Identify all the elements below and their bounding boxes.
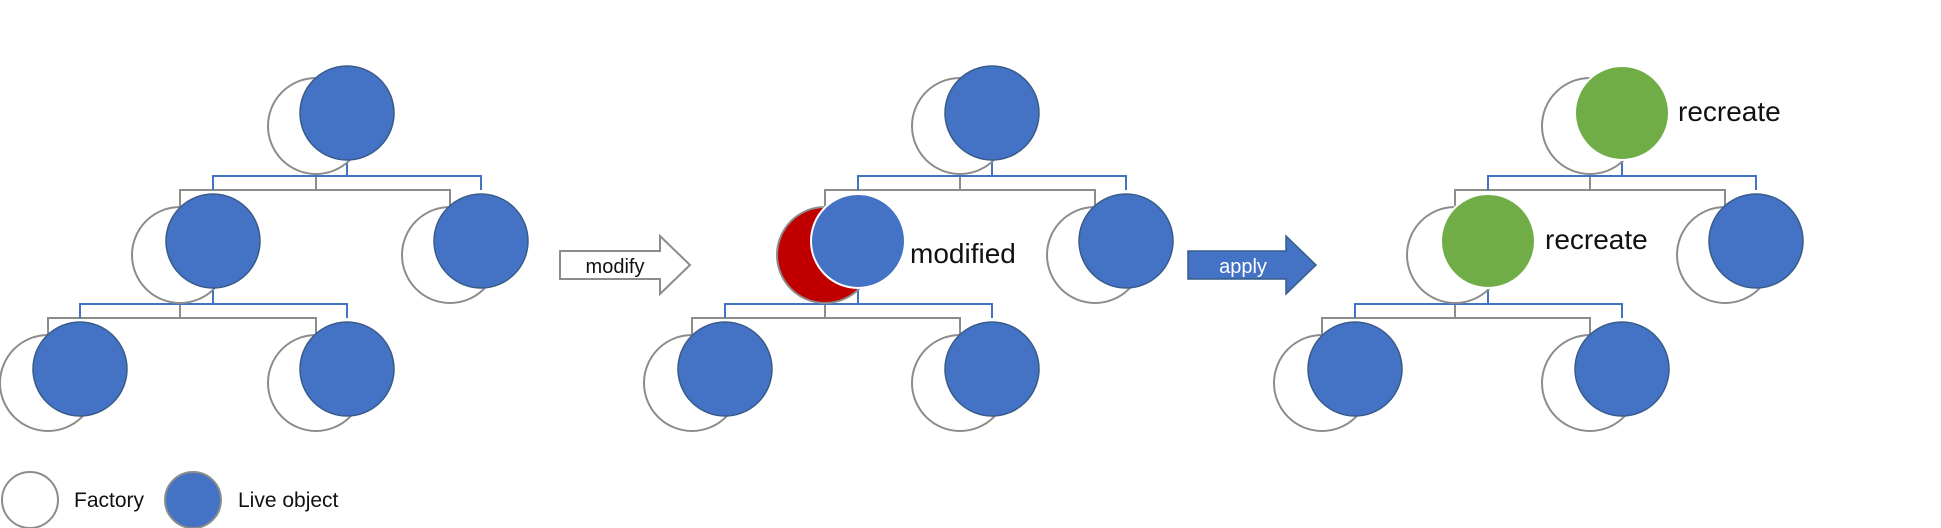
apply-arrow-shape (1187, 234, 1318, 296)
legend: Factory Live object (1, 471, 339, 528)
live-object-left (810, 193, 906, 289)
live-connector-level2 (1354, 290, 1623, 318)
live-object-root (299, 65, 395, 161)
apply-arrow-label: apply (1219, 256, 1267, 278)
live-connector-level2 (79, 290, 348, 318)
recreate-annotation-left: recreate (1545, 224, 1648, 255)
live-object-right (1708, 193, 1804, 289)
live-object-left (165, 193, 261, 289)
modify-arrow: modify (559, 233, 692, 297)
live-object-left-right (944, 321, 1040, 417)
live-object-left-left (677, 321, 773, 417)
live-connector-level2 (724, 290, 993, 318)
recreated-object-root (1574, 65, 1670, 161)
live-object-left-left (1307, 321, 1403, 417)
live-connector-level1 (1487, 162, 1757, 190)
live-connector-level1 (212, 162, 482, 190)
live-object-left-left (32, 321, 128, 417)
modify-arrow-shape (559, 233, 692, 297)
tree-original (0, 65, 529, 432)
live-connector-level1 (857, 162, 1127, 190)
legend-factory-swatch (1, 471, 59, 528)
live-object-left-right (299, 321, 395, 417)
recreate-annotation-root: recreate (1678, 96, 1781, 127)
live-object-left-right (1574, 321, 1670, 417)
legend-live-object-swatch (164, 471, 222, 528)
apply-arrow: apply (1187, 234, 1318, 296)
legend-factory-label: Factory (74, 489, 145, 512)
live-object-right (1078, 193, 1174, 289)
tree-connectors (47, 162, 482, 343)
recreated-object-left (1440, 193, 1536, 289)
modified-annotation: modified (910, 238, 1016, 269)
tree-applied: recreate recreate (1273, 65, 1804, 432)
tree-modified: modified (643, 65, 1174, 432)
legend-live-object-label: Live object (238, 489, 339, 512)
live-object-right (433, 193, 529, 289)
modify-arrow-label: modify (586, 256, 645, 278)
tree-connectors (691, 162, 1127, 343)
live-object-root (944, 65, 1040, 161)
